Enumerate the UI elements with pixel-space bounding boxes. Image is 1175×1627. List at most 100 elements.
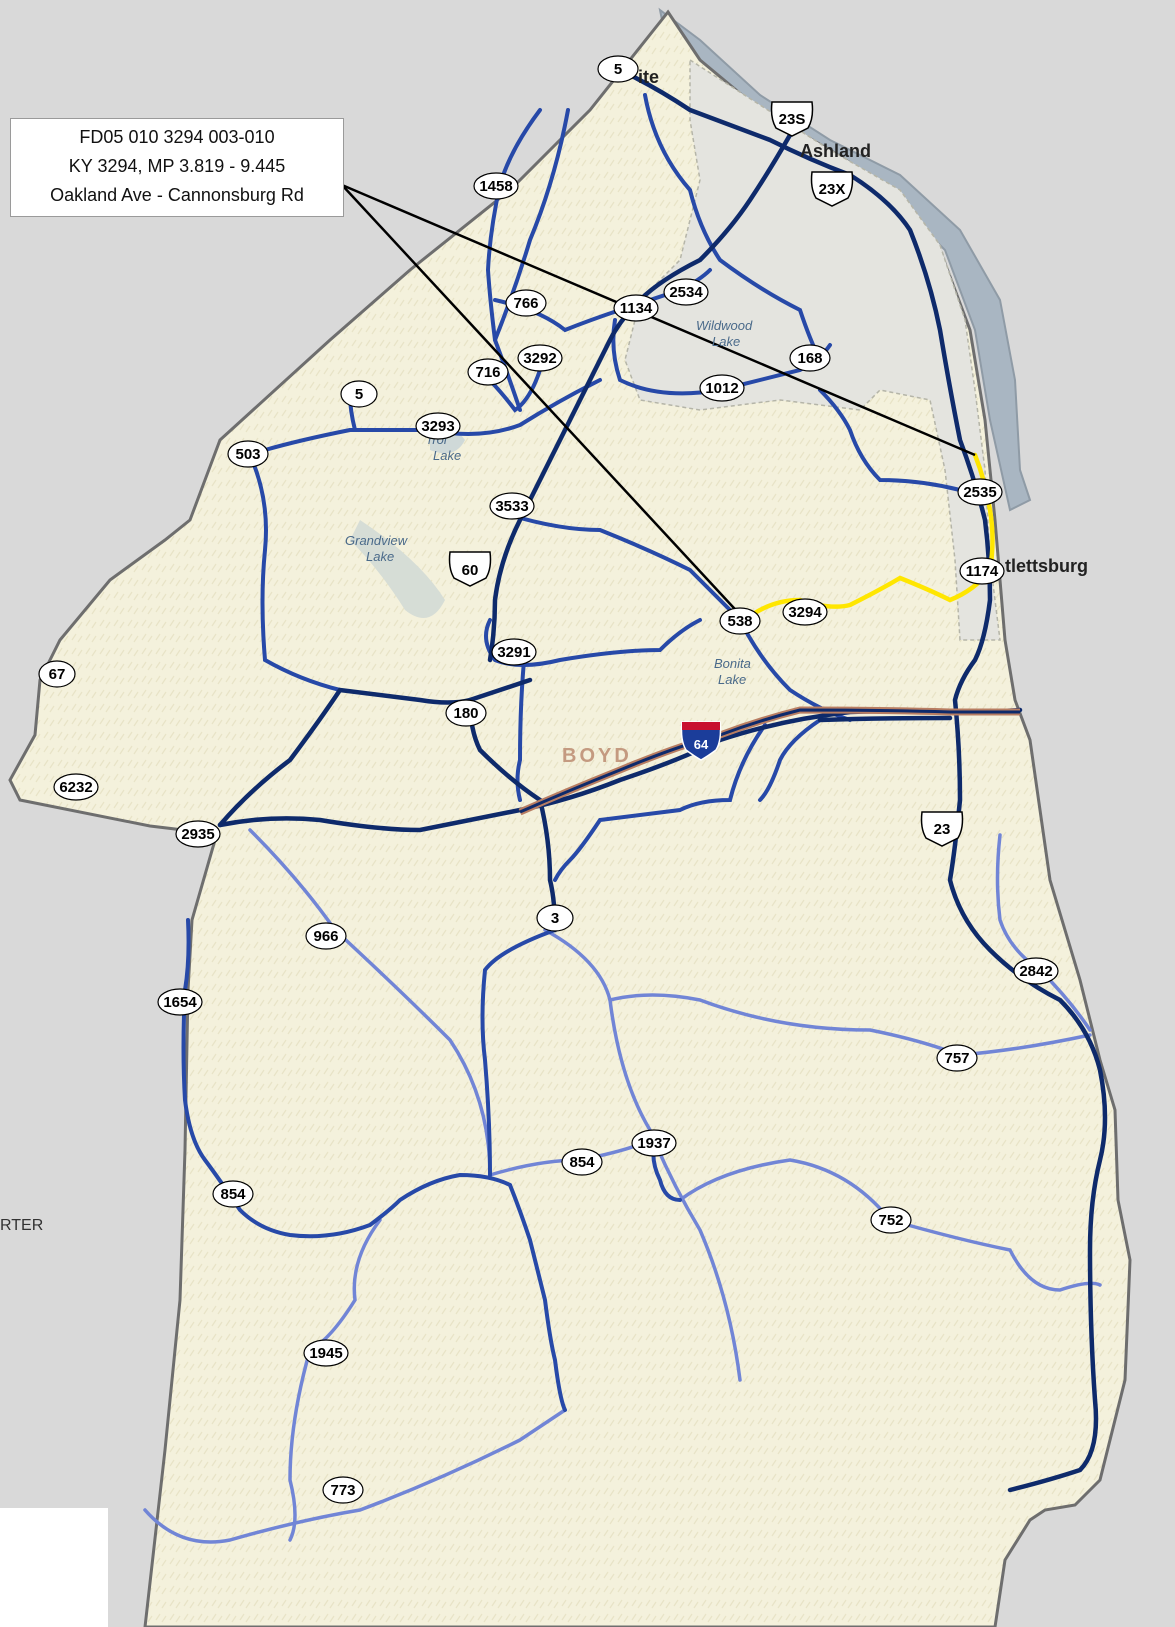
callout-route-milepoints: KY 3294, MP 3.819 - 9.445 — [68, 156, 286, 176]
route-shield-752: 752 — [870, 1206, 912, 1234]
svg-text:2842: 2842 — [1019, 963, 1052, 980]
svg-text:1945: 1945 — [309, 1345, 342, 1362]
route-shield-966: 966 — [305, 922, 347, 950]
svg-text:6232: 6232 — [59, 779, 92, 796]
svg-text:766: 766 — [513, 295, 538, 312]
lake-label-grandview-1: Grandview — [345, 533, 409, 548]
svg-text:3292: 3292 — [523, 350, 556, 367]
tertiary-roads — [143, 828, 1102, 1544]
project-callout-box: FD05 010 3294 003-010 KY 3294, MP 3.819 … — [10, 118, 344, 217]
svg-text:503: 503 — [235, 446, 260, 463]
route-shield-1134: 1134 — [613, 294, 659, 322]
route-shield-854-left: 854 — [212, 1180, 254, 1208]
svg-text:180: 180 — [453, 705, 478, 722]
interstate-shield-64: 64 — [680, 721, 722, 761]
route-shield-716: 716 — [467, 358, 509, 386]
lake-label-bonita-2: Lake — [718, 672, 746, 687]
route-shield-766: 766 — [505, 289, 547, 317]
svg-text:854: 854 — [220, 1186, 246, 1203]
svg-text:3: 3 — [551, 910, 559, 927]
svg-text:64: 64 — [694, 737, 709, 752]
svg-text:1937: 1937 — [637, 1135, 670, 1152]
route-shield-773: 773 — [322, 1476, 364, 1504]
bottom-left-white-area — [0, 1508, 108, 1627]
lake-label-wildwood-1: Wildwood — [696, 318, 753, 333]
route-shield-5-top: 5 — [597, 55, 639, 83]
lake-label-bonita-1: Bonita — [714, 656, 751, 671]
route-shield-757: 757 — [936, 1044, 978, 1072]
route-shield-2842: 2842 — [1013, 957, 1059, 985]
place-label-ashland: Ashland — [800, 141, 871, 161]
route-shield-3291: 3291 — [491, 638, 537, 666]
svg-text:854: 854 — [569, 1154, 595, 1171]
county-boundary — [8, 9, 1132, 1627]
route-shield-3533: 3533 — [489, 492, 535, 520]
callout-leader-2 — [341, 184, 746, 621]
route-shield-538: 538 — [719, 607, 761, 635]
svg-text:23: 23 — [934, 821, 951, 838]
route-shield-1012: 1012 — [699, 374, 745, 402]
us-shield-23: 23 — [920, 811, 964, 847]
route-shield-1937: 1937 — [631, 1129, 677, 1157]
svg-text:3291: 3291 — [497, 644, 530, 661]
svg-text:1174: 1174 — [966, 563, 999, 580]
route-shield-168: 168 — [789, 344, 831, 372]
svg-text:1012: 1012 — [705, 380, 738, 397]
us-shield-23s: 23S — [770, 101, 814, 137]
route-shield-3293: 3293 — [415, 412, 461, 440]
grandview-lake-water — [350, 520, 445, 618]
route-shield-1945: 1945 — [303, 1339, 349, 1367]
svg-text:757: 757 — [944, 1050, 969, 1067]
route-shield-503: 503 — [227, 440, 269, 468]
route-shield-3292: 3292 — [517, 344, 563, 372]
route-shield-1458: 1458 — [473, 172, 519, 200]
route-shield-2535: 2535 — [957, 478, 1003, 506]
lake-label-wildwood-2: Lake — [712, 334, 740, 349]
callout-road-limits: Oakland Ave - Cannonsburg Rd — [50, 185, 304, 205]
svg-text:23S: 23S — [779, 111, 806, 128]
svg-text:966: 966 — [313, 928, 338, 945]
interstate-64 — [519, 708, 1020, 814]
route-shield-2935: 2935 — [175, 820, 221, 848]
svg-text:2534: 2534 — [669, 284, 703, 301]
svg-text:23X: 23X — [819, 181, 846, 198]
route-shield-6232: 6232 — [53, 773, 99, 801]
svg-text:716: 716 — [475, 364, 500, 381]
svg-text:67: 67 — [49, 666, 66, 683]
svg-text:1134: 1134 — [620, 300, 653, 317]
svg-text:752: 752 — [878, 1212, 903, 1229]
route-shield-5-mid: 5 — [340, 380, 378, 408]
svg-text:168: 168 — [797, 350, 822, 367]
svg-text:3294: 3294 — [788, 604, 822, 621]
lake-label-grandview-2: Lake — [366, 549, 394, 564]
us-shield-23x: 23X — [810, 171, 854, 207]
svg-text:1654: 1654 — [163, 994, 197, 1011]
svg-text:2935: 2935 — [181, 826, 214, 843]
route-shield-180: 180 — [445, 699, 487, 727]
svg-text:5: 5 — [614, 61, 622, 78]
county-label: BOYD — [562, 745, 632, 767]
callout-project-id: FD05 010 3294 003-010 — [79, 127, 275, 147]
route-shield-1174: 1174 — [959, 557, 1005, 585]
place-label-top-fragment: ite — [638, 67, 659, 87]
svg-text:60: 60 — [462, 562, 479, 579]
svg-text:5: 5 — [355, 386, 363, 403]
svg-text:3293: 3293 — [421, 418, 454, 435]
route-shield-854-mid: 854 — [561, 1148, 603, 1176]
us-shield-60: 60 — [448, 551, 492, 587]
place-label-catlettsburg: tlettsburg — [1005, 556, 1088, 576]
place-label-carter-fragment: RTER — [0, 1217, 43, 1234]
svg-text:3533: 3533 — [495, 498, 528, 515]
svg-text:1458: 1458 — [479, 178, 512, 195]
route-shield-1654: 1654 — [157, 988, 203, 1016]
lake-label-carrol-2: Lake — [433, 448, 461, 463]
svg-text:538: 538 — [727, 613, 752, 630]
route-shield-67: 67 — [38, 660, 76, 688]
svg-text:773: 773 — [330, 1482, 355, 1499]
route-shield-3: 3 — [536, 904, 574, 932]
route-shield-2534: 2534 — [663, 278, 709, 306]
svg-text:2535: 2535 — [963, 484, 996, 501]
route-shield-3294: 3294 — [782, 598, 828, 626]
callout-leader-1 — [341, 183, 976, 457]
